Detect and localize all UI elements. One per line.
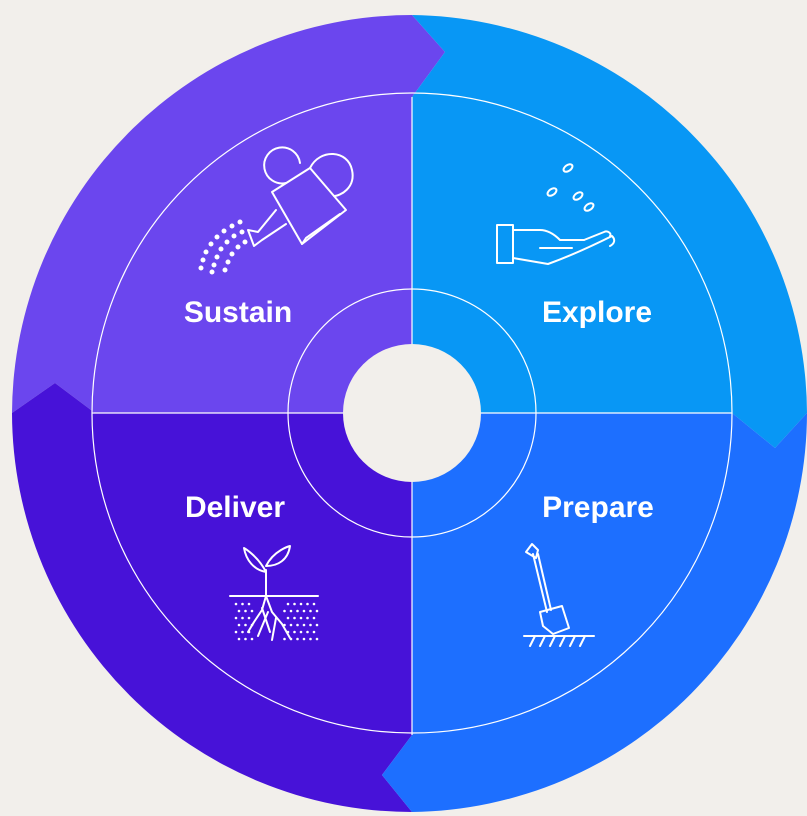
- explore-label: Explore: [542, 296, 652, 329]
- prepare-outer-arrow: [382, 413, 807, 812]
- sprout-with-roots-icon: [229, 545, 319, 641]
- watering-can-icon: [198, 146, 354, 275]
- shovel-icon: [523, 543, 595, 647]
- soil-dots: [234, 602, 319, 641]
- center-hole: [343, 344, 481, 482]
- hand-with-seeds-icon: [496, 163, 616, 265]
- deliver-outer-arrow: [12, 383, 412, 812]
- sustain-outer-arrow: [12, 15, 445, 413]
- prepare-label: Prepare: [542, 491, 654, 524]
- sustain-label: Sustain: [184, 296, 292, 329]
- deliver-label: Deliver: [185, 491, 285, 524]
